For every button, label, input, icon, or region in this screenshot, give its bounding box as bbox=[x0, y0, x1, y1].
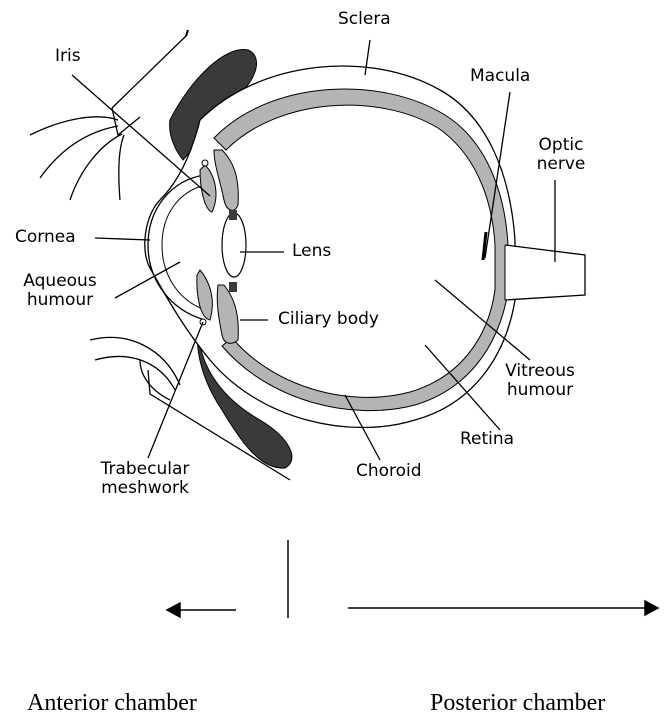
label-optic-nerve: Optic nerve bbox=[530, 136, 592, 174]
aqueous-line2: humour bbox=[10, 291, 110, 310]
label-retina: Retina bbox=[460, 430, 514, 449]
label-sclera: Sclera bbox=[338, 10, 391, 29]
aqueous-line1: Aqueous bbox=[10, 272, 110, 291]
optic-nerve-line2: nerve bbox=[530, 155, 592, 174]
trabecular-line2: meshwork bbox=[70, 479, 220, 498]
label-lens: Lens bbox=[292, 242, 331, 261]
optic-nerve-shape bbox=[505, 245, 585, 300]
label-macula: Macula bbox=[470, 67, 530, 86]
trabecular-line1: Trabecular bbox=[70, 460, 220, 479]
lens-shape bbox=[222, 213, 246, 277]
label-iris: Iris bbox=[55, 47, 81, 66]
label-anterior-chamber: Anterior chamber bbox=[27, 690, 197, 717]
label-posterior-chamber: Posterior chamber bbox=[430, 690, 605, 717]
label-choroid: Choroid bbox=[356, 462, 422, 481]
upper-eyelid bbox=[30, 30, 188, 200]
vitreous-line2: humour bbox=[490, 381, 590, 400]
label-trabecular-meshwork: Trabecular meshwork bbox=[70, 460, 220, 498]
label-aqueous-humour: Aqueous humour bbox=[10, 272, 110, 310]
label-cornea: Cornea bbox=[15, 228, 76, 247]
optic-nerve-line1: Optic bbox=[530, 136, 592, 155]
label-vitreous-humour: Vitreous humour bbox=[490, 362, 590, 400]
chamber-indicators bbox=[167, 540, 658, 618]
vitreous-line1: Vitreous bbox=[490, 362, 590, 381]
label-ciliary-body: Ciliary body bbox=[278, 310, 379, 329]
